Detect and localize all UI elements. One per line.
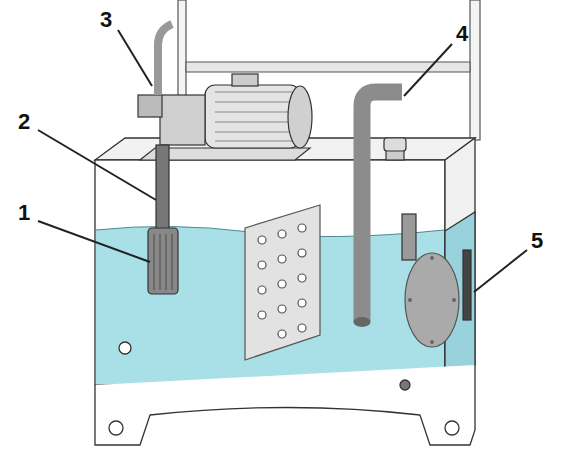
cover-bolts xyxy=(408,256,456,344)
callout-number: 2 xyxy=(18,110,30,134)
suction-filter xyxy=(148,228,178,294)
suction-pipe xyxy=(156,145,169,230)
motor-pump xyxy=(138,24,312,160)
return-pipe xyxy=(362,92,402,322)
pipe-end xyxy=(354,317,371,327)
fittings xyxy=(384,138,471,347)
bell-housing xyxy=(160,95,205,145)
filter-ribs xyxy=(154,234,172,290)
tank xyxy=(95,138,475,445)
leader-line xyxy=(38,221,150,262)
return-line xyxy=(354,92,403,327)
tank-top xyxy=(95,138,475,160)
drain-plug xyxy=(400,380,410,390)
tank-legs xyxy=(95,365,475,445)
callout-number: 1 xyxy=(18,201,30,225)
pump xyxy=(138,95,162,117)
motor-body xyxy=(205,85,300,148)
callout-number: 5 xyxy=(531,229,543,253)
tank-front xyxy=(95,160,445,385)
baffle-plate xyxy=(245,205,320,360)
leader-lines xyxy=(38,30,527,292)
breather xyxy=(402,214,416,260)
mount-hole xyxy=(109,421,123,435)
sight-gauge xyxy=(463,250,471,320)
leader-line xyxy=(38,130,156,200)
suction-line xyxy=(148,145,178,294)
motor-end-cap xyxy=(288,86,312,148)
cover-plate xyxy=(405,253,459,347)
baffle-holes xyxy=(258,224,306,338)
baffle xyxy=(245,205,320,360)
terminal-box xyxy=(232,74,258,86)
motor-fins xyxy=(215,92,292,141)
pressure-pipe xyxy=(158,24,172,95)
leader-line xyxy=(404,44,452,96)
callout-number: 4 xyxy=(456,22,468,46)
callout-number: 3 xyxy=(100,8,112,32)
leader-line xyxy=(118,30,152,86)
filler-cap xyxy=(384,138,406,151)
mount-hole xyxy=(445,421,459,435)
mount-hole xyxy=(119,342,131,354)
leader-line xyxy=(474,250,527,292)
frame-post xyxy=(470,0,480,140)
tank-side xyxy=(445,138,475,385)
